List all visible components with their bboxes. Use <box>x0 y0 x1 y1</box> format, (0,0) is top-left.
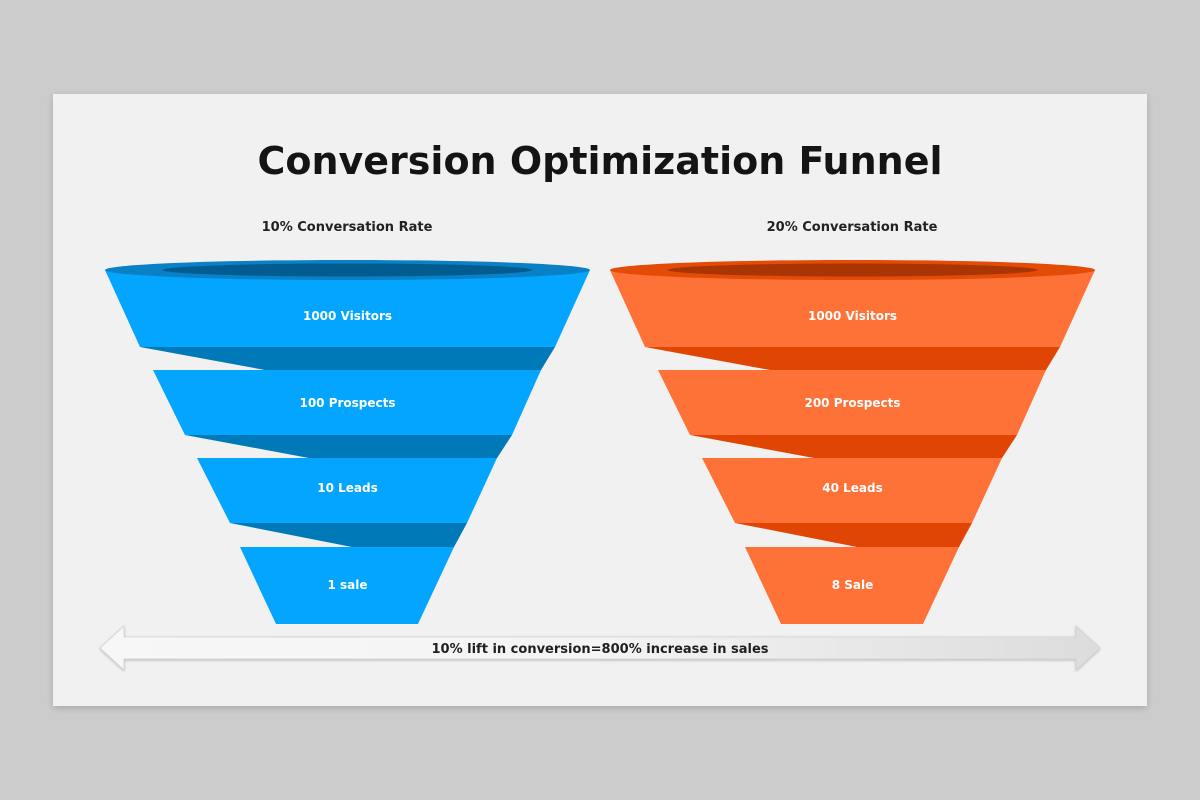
funnel-stage-label: 200 Prospects <box>804 396 900 410</box>
right-funnel: 1000 Visitors 200 Prospects 40 Leads 8 Sale <box>610 260 1095 624</box>
funnel-stage-label: 10 Leads <box>317 481 378 495</box>
funnel-connector <box>185 435 512 458</box>
funnel-stage-band <box>240 547 454 624</box>
funnel-stage-band <box>702 458 1002 523</box>
funnel-opening <box>162 263 533 277</box>
footer-arrow: 10% lift in conversion=800% increase in … <box>99 625 1101 671</box>
right-funnel-heading: 20% Conversation Rate <box>766 220 938 235</box>
footer-label: 10% lift in conversion=800% increase in … <box>432 642 769 657</box>
funnel-connector <box>230 523 467 547</box>
funnel-stage-label: 40 Leads <box>822 481 883 495</box>
funnel-opening <box>667 263 1038 277</box>
funnel-stage-label: 8 Sale <box>832 578 874 592</box>
funnel-stage-label: 1 sale <box>327 578 367 592</box>
funnel-connector <box>735 523 972 547</box>
funnel-stage-label: 1000 Visitors <box>808 309 897 323</box>
funnel-stage-label: 1000 Visitors <box>303 309 392 323</box>
left-funnel-heading: 10% Conversation Rate <box>261 220 433 235</box>
funnel-stage-band <box>197 458 497 523</box>
funnel-stage-band <box>610 270 1095 347</box>
funnel-connector <box>645 347 1060 370</box>
page-title: Conversion Optimization Funnel <box>257 139 943 183</box>
funnel-stage-band <box>658 370 1046 435</box>
funnel-connector <box>690 435 1017 458</box>
double-arrow-icon <box>99 625 1101 671</box>
funnel-stage-label: 100 Prospects <box>299 396 395 410</box>
funnel-stage-band <box>745 547 959 624</box>
left-funnel: 1000 Visitors 100 Prospects 10 Leads 1 sale <box>105 260 590 624</box>
funnel-stage-band <box>105 270 590 347</box>
funnel-connector <box>140 347 555 370</box>
funnel-stage-band <box>153 370 541 435</box>
